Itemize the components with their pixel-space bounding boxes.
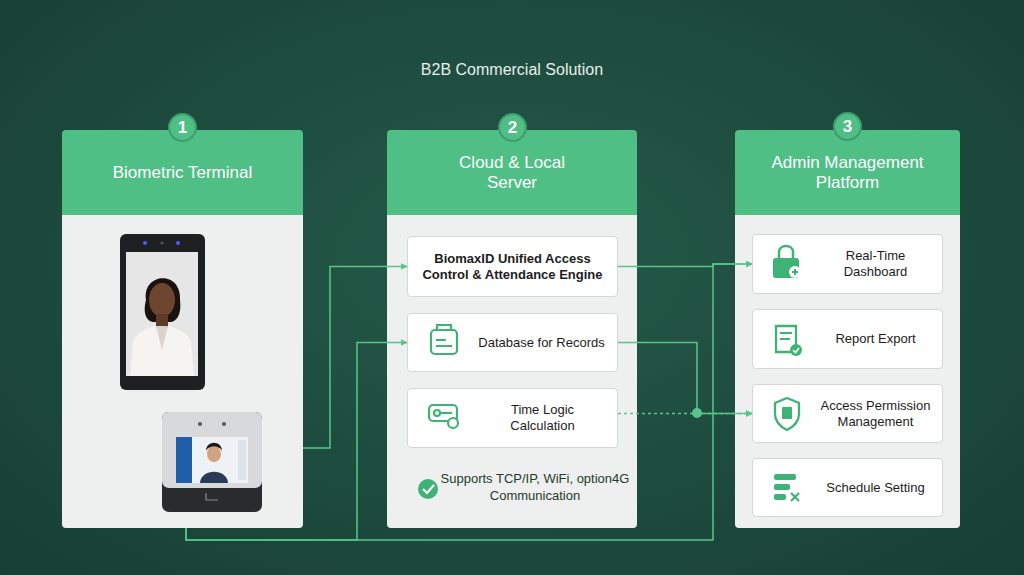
box-text: Real-Time Dashboard bbox=[815, 248, 936, 280]
card-title: Admin Management Platform bbox=[753, 153, 943, 193]
step-number-text: 2 bbox=[508, 118, 517, 138]
box-text: Time Logic Calculation bbox=[478, 402, 607, 434]
box-text: Report Export bbox=[835, 331, 915, 347]
flow-connector bbox=[618, 264, 752, 267]
step-number-text: 1 bbox=[178, 118, 187, 138]
card-title: Biometric Terminal bbox=[83, 163, 283, 183]
process-box: Time Logic Calculation bbox=[407, 388, 618, 448]
step-number: 1 bbox=[168, 113, 197, 142]
flow-connector bbox=[618, 413, 752, 415]
card-title: Cloud & Local Server bbox=[437, 153, 587, 193]
step-number: 3 bbox=[833, 112, 862, 141]
flow-connector bbox=[618, 343, 752, 414]
box-text: Database for Records bbox=[478, 335, 604, 351]
column-card: Admin Management PlatformReal-Time Dashb… bbox=[735, 130, 960, 528]
step-number: 2 bbox=[498, 113, 527, 142]
feature-box: Report Export bbox=[752, 309, 943, 369]
box-text: BiomaxID Unified Access Control & Attend… bbox=[418, 251, 607, 283]
card-header: Biometric Terminal bbox=[62, 130, 303, 215]
column-card: Cloud & Local ServerBiomaxID Unified Acc… bbox=[387, 130, 637, 528]
card-header: Cloud & Local Server bbox=[387, 130, 637, 215]
feature-box: Real-Time Dashboard bbox=[752, 234, 943, 294]
note-text: Supports TCP/IP, WiFi, option4G Communic… bbox=[418, 470, 630, 504]
process-box: Database for Records bbox=[407, 313, 618, 372]
feature-box: Schedule Setting bbox=[752, 458, 943, 517]
card-header: Admin Management Platform bbox=[735, 130, 960, 215]
step-number-text: 3 bbox=[843, 117, 852, 137]
feature-box: Access Permission Management bbox=[752, 384, 943, 443]
box-text: Schedule Setting bbox=[826, 480, 924, 496]
column-card: Biometric Terminal bbox=[62, 130, 303, 528]
diagram-title: B2B Commercial Solution bbox=[312, 61, 712, 79]
box-text: Access Permission Management bbox=[815, 398, 936, 430]
engine-box: BiomaxID Unified Access Control & Attend… bbox=[407, 236, 618, 297]
